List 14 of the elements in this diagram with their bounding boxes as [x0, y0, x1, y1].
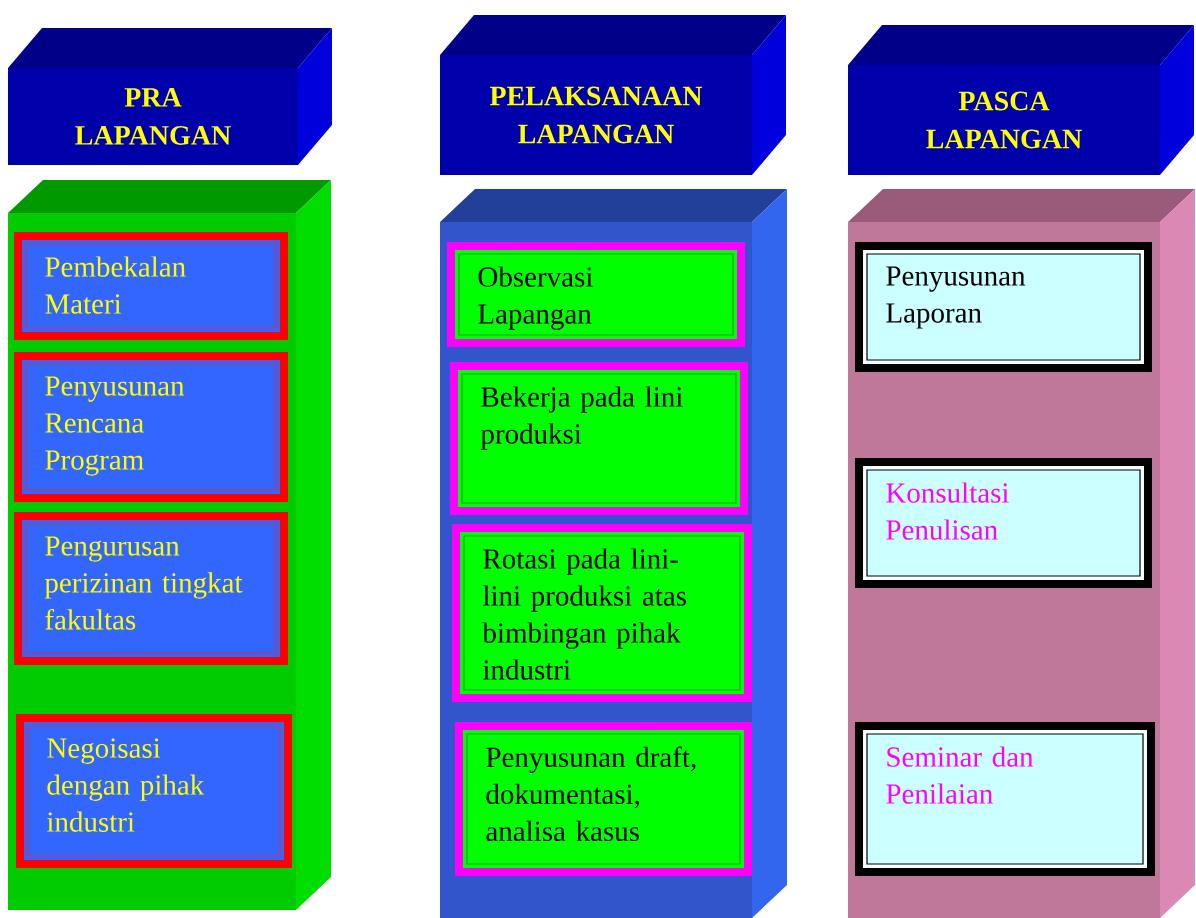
activity-box: Rotasi pada lini-lini produksi atas bimbingan pihak industri	[452, 524, 752, 702]
report-box: Penyusunan Laporan	[855, 242, 1152, 372]
program-box: Negoisasi dengan pihak industri	[16, 714, 292, 868]
program-box: Penyusunan Rencana Program	[14, 352, 288, 502]
stage-header-block: PELAKSANAAN LAPANGAN	[440, 15, 786, 175]
activity-box: Observasi Lapangan	[447, 242, 745, 347]
program-box: Pembekalan Materi	[14, 232, 288, 340]
report-box: Seminar dan Penilaian	[855, 722, 1155, 876]
program-box: Pengurusan perizinan tingkat fakultas	[14, 512, 288, 665]
activity-box: Bekerja pada lini produksi	[450, 362, 748, 515]
report-box: Konsultasi Penulisan	[855, 458, 1152, 588]
activity-box: Penyusunan draft, dokumentasi, analisa kasus	[455, 722, 752, 876]
stage-header-block: PRA LAPANGAN	[8, 28, 332, 165]
stage-header-block: PASCA LAPANGAN	[848, 25, 1194, 175]
